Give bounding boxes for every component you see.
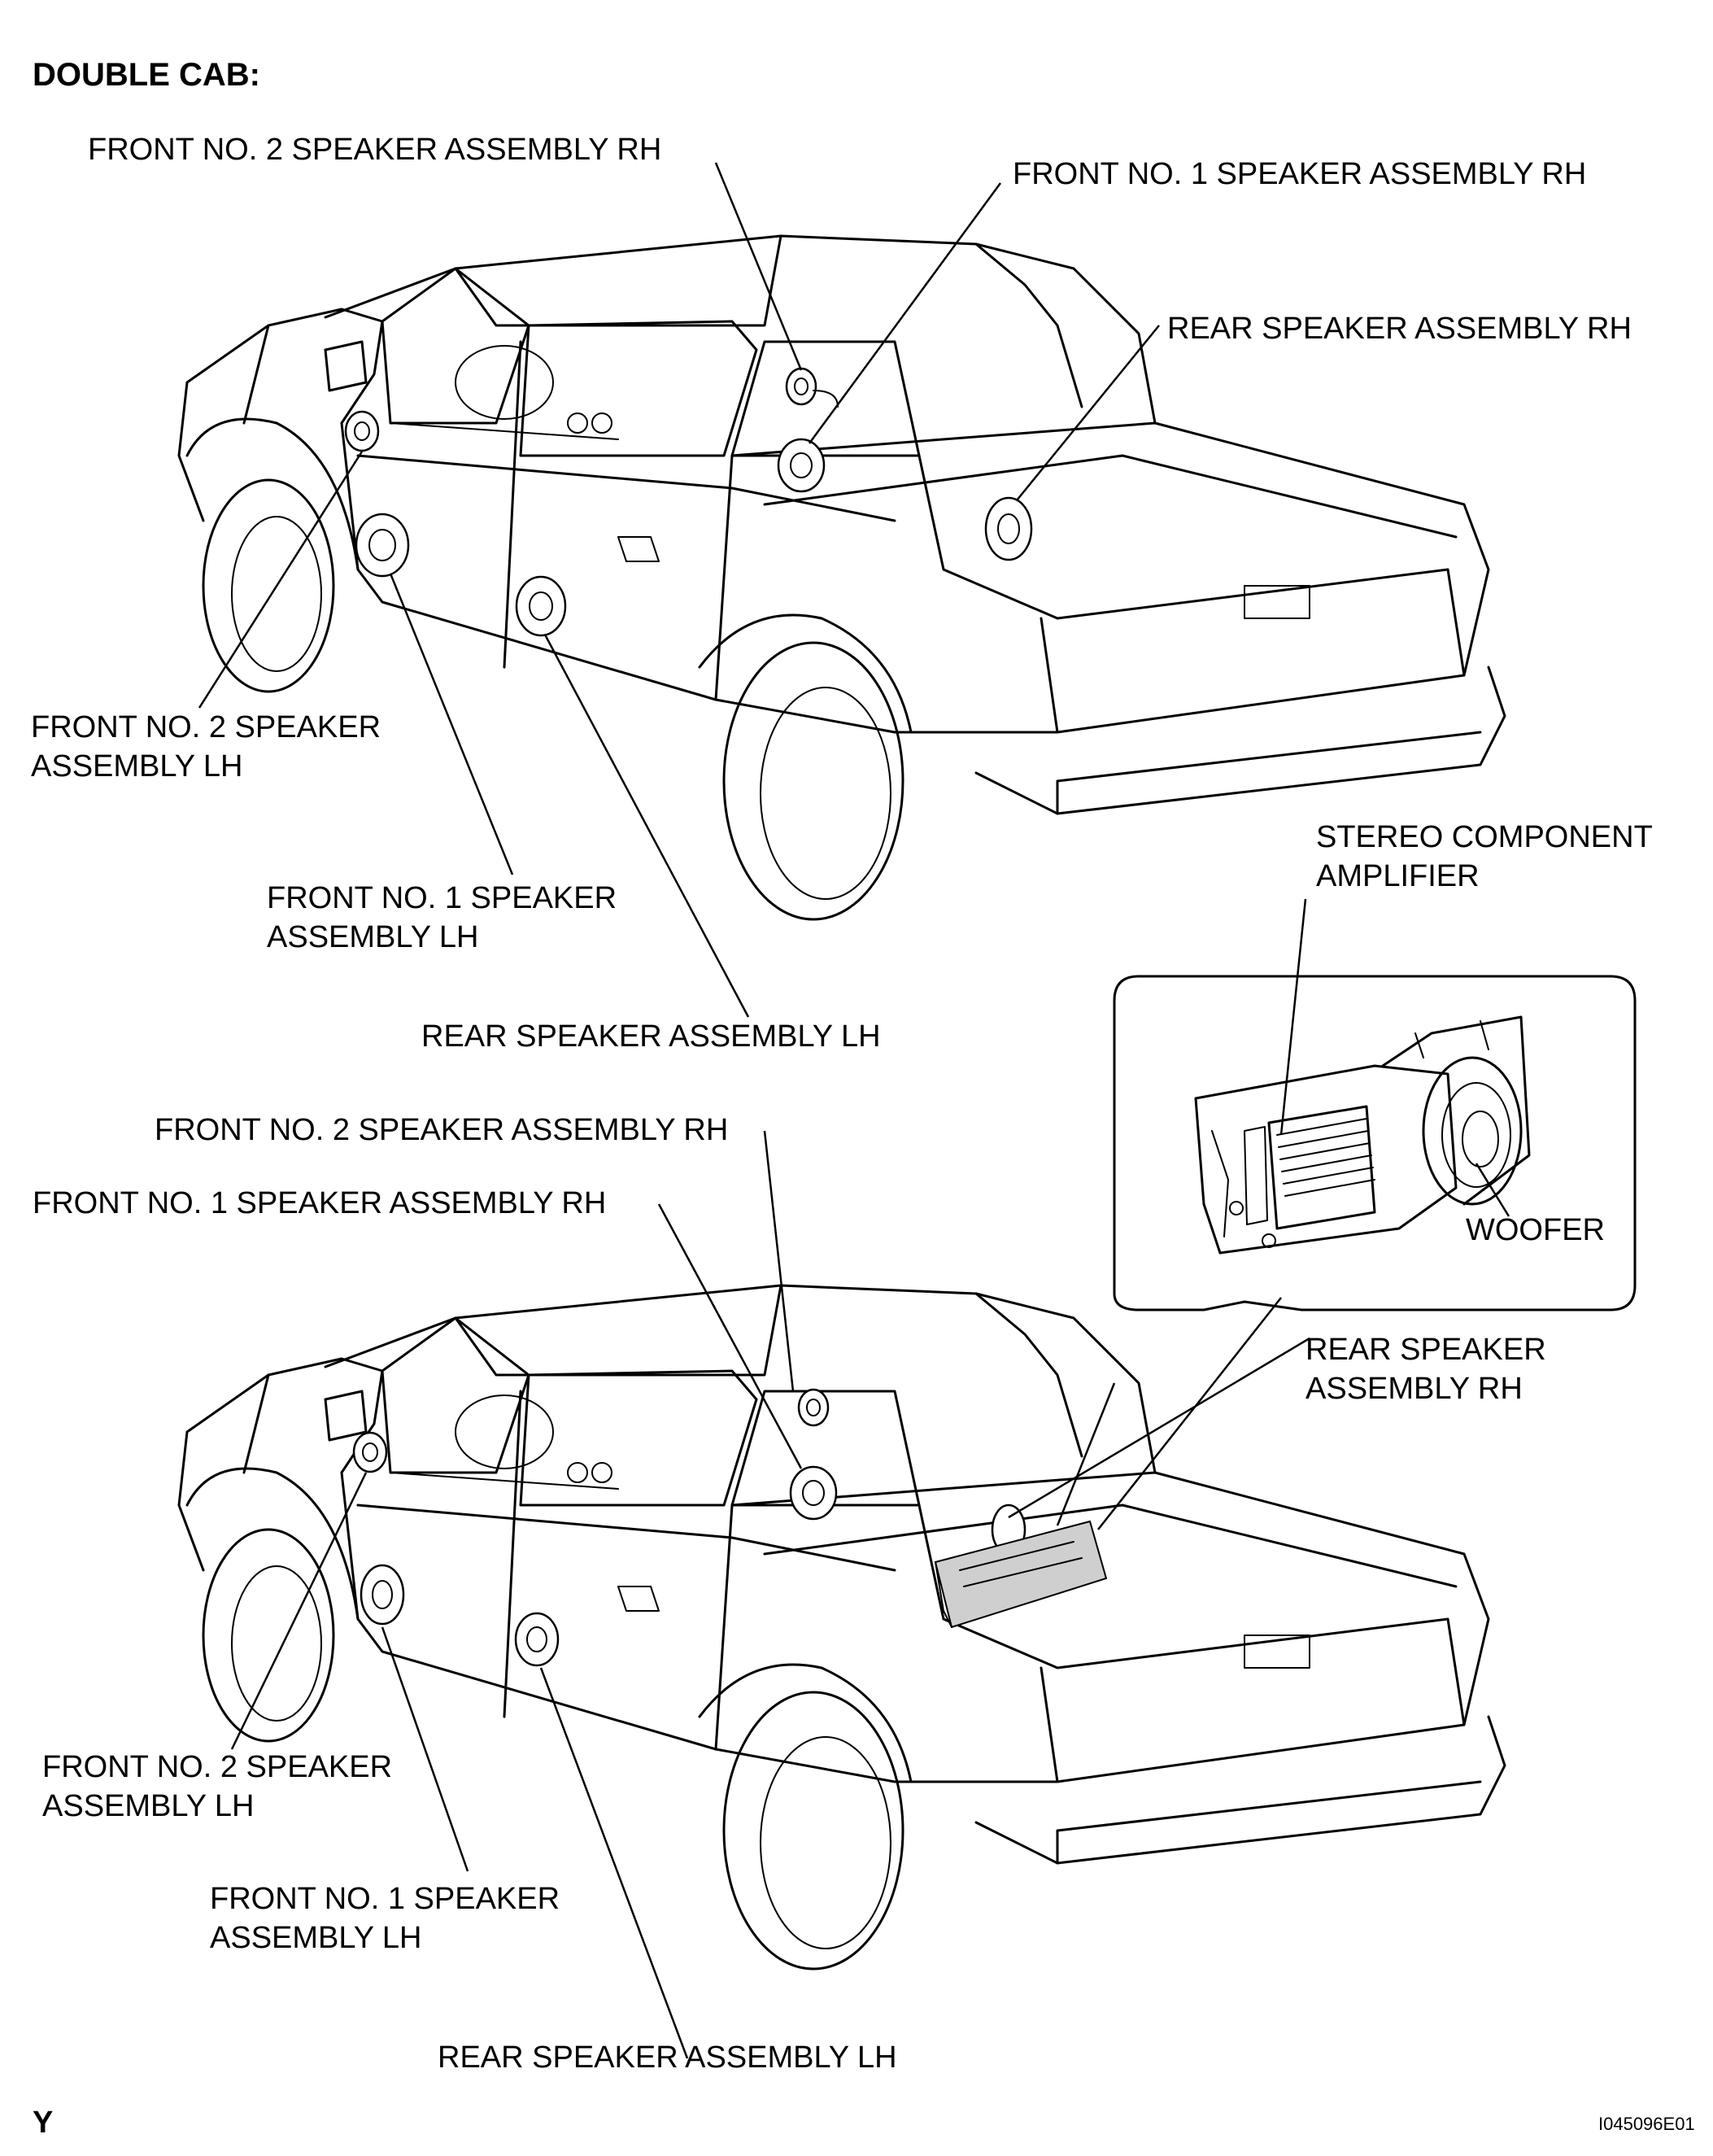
label-front-no2-rh-bottom: FRONT NO. 2 SPEAKER ASSEMBLY RH	[155, 1113, 729, 1147]
label-front-no2-rh-top: FRONT NO. 2 SPEAKER ASSEMBLY RH	[88, 133, 662, 167]
woofer-box-bottom	[934, 1504, 1108, 1629]
speaker-front-no1-lh-bottom	[360, 1564, 405, 1626]
speaker-front-no1-rh-top	[777, 438, 826, 493]
speaker-rear-lh-top	[515, 575, 567, 637]
speaker-front-no1-rh-bottom	[789, 1465, 838, 1521]
label-rear-lh-top: REAR SPEAKER ASSEMBLY LH	[421, 1019, 881, 1054]
label-front-no2-lh-bottom: FRONT NO. 2 SPEAKER ASSEMBLY LH	[42, 1750, 393, 1823]
speaker-rear-rh-top	[984, 496, 1033, 561]
label-front-no1-rh-bottom: FRONT NO. 1 SPEAKER ASSEMBLY RH	[33, 1186, 607, 1220]
speaker-rear-lh-bottom	[514, 1612, 560, 1667]
pickup-truck-bottom	[177, 1284, 1506, 1971]
label-front-no1-lh-top: FRONT NO. 1 SPEAKER ASSEMBLY LH	[267, 881, 617, 954]
amplifier-inset	[1113, 975, 1637, 1311]
pickup-truck-top	[177, 234, 1506, 921]
leader-lines-top	[198, 162, 1160, 1018]
leader-lines-inset	[1279, 898, 1510, 1217]
label-front-no1-rh-top: FRONT NO. 1 SPEAKER ASSEMBLY RH	[1013, 157, 1587, 191]
footer-left-mark: Y	[33, 2106, 54, 2140]
label-rear-rh-top: REAR SPEAKER ASSEMBLY RH	[1167, 312, 1632, 346]
figure-code: I045096E01	[1598, 2114, 1695, 2134]
leader-lines-bottom	[230, 1130, 1310, 2059]
speaker-front-no2-rh-top	[785, 367, 839, 408]
label-front-no1-lh-bottom: FRONT NO. 1 SPEAKER ASSEMBLY LH	[210, 1882, 560, 1955]
diagram-title: DOUBLE CAB:	[33, 57, 260, 93]
speaker-front-no2-lh-bottom	[352, 1431, 388, 1473]
speaker-front-no2-rh-bottom	[797, 1388, 830, 1427]
label-rear-rh-bottom: REAR SPEAKER ASSEMBLY RH	[1305, 1333, 1546, 1406]
speaker-front-no1-lh-top	[355, 513, 410, 578]
label-front-no2-lh-top: FRONT NO. 2 SPEAKER ASSEMBLY LH	[31, 710, 381, 783]
speaker-front-no2-lh-top	[344, 410, 380, 452]
label-amplifier: STEREO COMPONENT AMPLIFIER	[1316, 820, 1653, 893]
label-rear-lh-bottom: REAR SPEAKER ASSEMBLY LH	[438, 2040, 897, 2075]
label-woofer: WOOFER	[1466, 1213, 1605, 1247]
